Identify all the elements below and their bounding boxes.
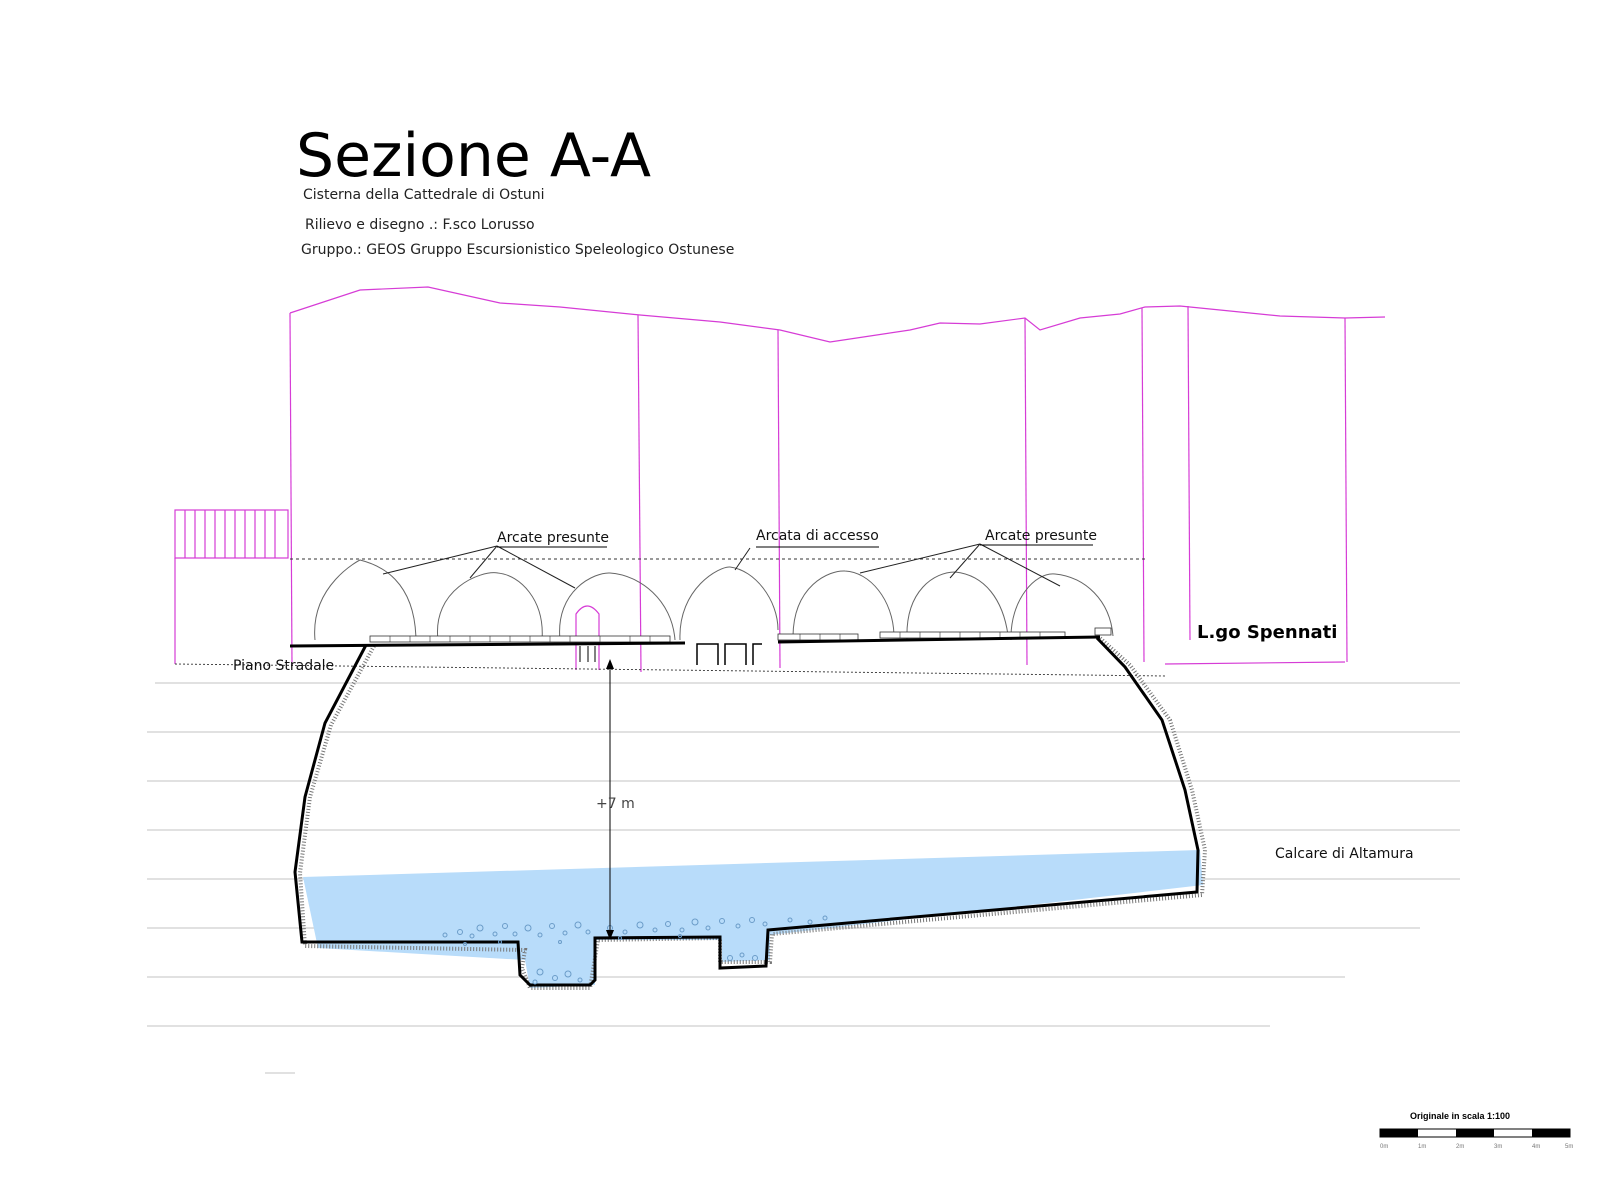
scale-tick-1: 1m [1418,1144,1426,1150]
cistern-wall-hatch [297,636,1208,990]
title-block: Sezione A-A Cisterna della Cattedrale di… [296,121,734,258]
subtitle: Cisterna della Cattedrale di Ostuni [303,187,545,203]
label-street: L.go Spennati [1197,622,1337,643]
road-surface-right [777,635,1101,644]
scale-tick-5: 5m [1565,1144,1573,1150]
label-arcata-accesso: Arcata di accesso [756,528,879,544]
water-body [303,850,1203,988]
scale-tick-2: 2m [1456,1144,1464,1150]
label-rock: Calcare di Altamura [1275,846,1414,862]
cistern-outline [293,636,1200,987]
arch-label-leaders [382,543,1061,589]
label-arcate-left: Arcate presunte [497,530,609,546]
label-road-level: Piano Stradale [233,658,334,674]
paving-slabs [369,627,1112,643]
scale-bar: Originale in scala 1:100 0m 1m 2m 3m 4m … [1379,1111,1573,1150]
label-arcate-right: Arcate presunte [985,528,1097,544]
scale-tick-3: 3m [1494,1144,1502,1150]
road-surface-left [289,641,686,648]
scale-tick-0: 0m [1380,1144,1388,1150]
scale-title: Originale in scala 1:100 [1410,1111,1510,1121]
access-arch-posts [579,643,762,665]
railing-bars [184,510,276,558]
group-credit: Gruppo.: GEOS Gruppo Escursionistico Spe… [301,242,734,258]
depth-dimension: +7 m [596,659,635,940]
rubble-stones [442,915,828,985]
scale-tick-4: 4m [1532,1144,1540,1150]
road-level-line [174,663,1166,677]
page-title: Sezione A-A [296,121,651,191]
building-facades [174,286,1386,673]
depth-label: +7 m [596,796,635,812]
survey-credit: Rilievo e disegno .: F.sco Lorusso [305,217,535,233]
presumed-arches [314,559,1114,641]
